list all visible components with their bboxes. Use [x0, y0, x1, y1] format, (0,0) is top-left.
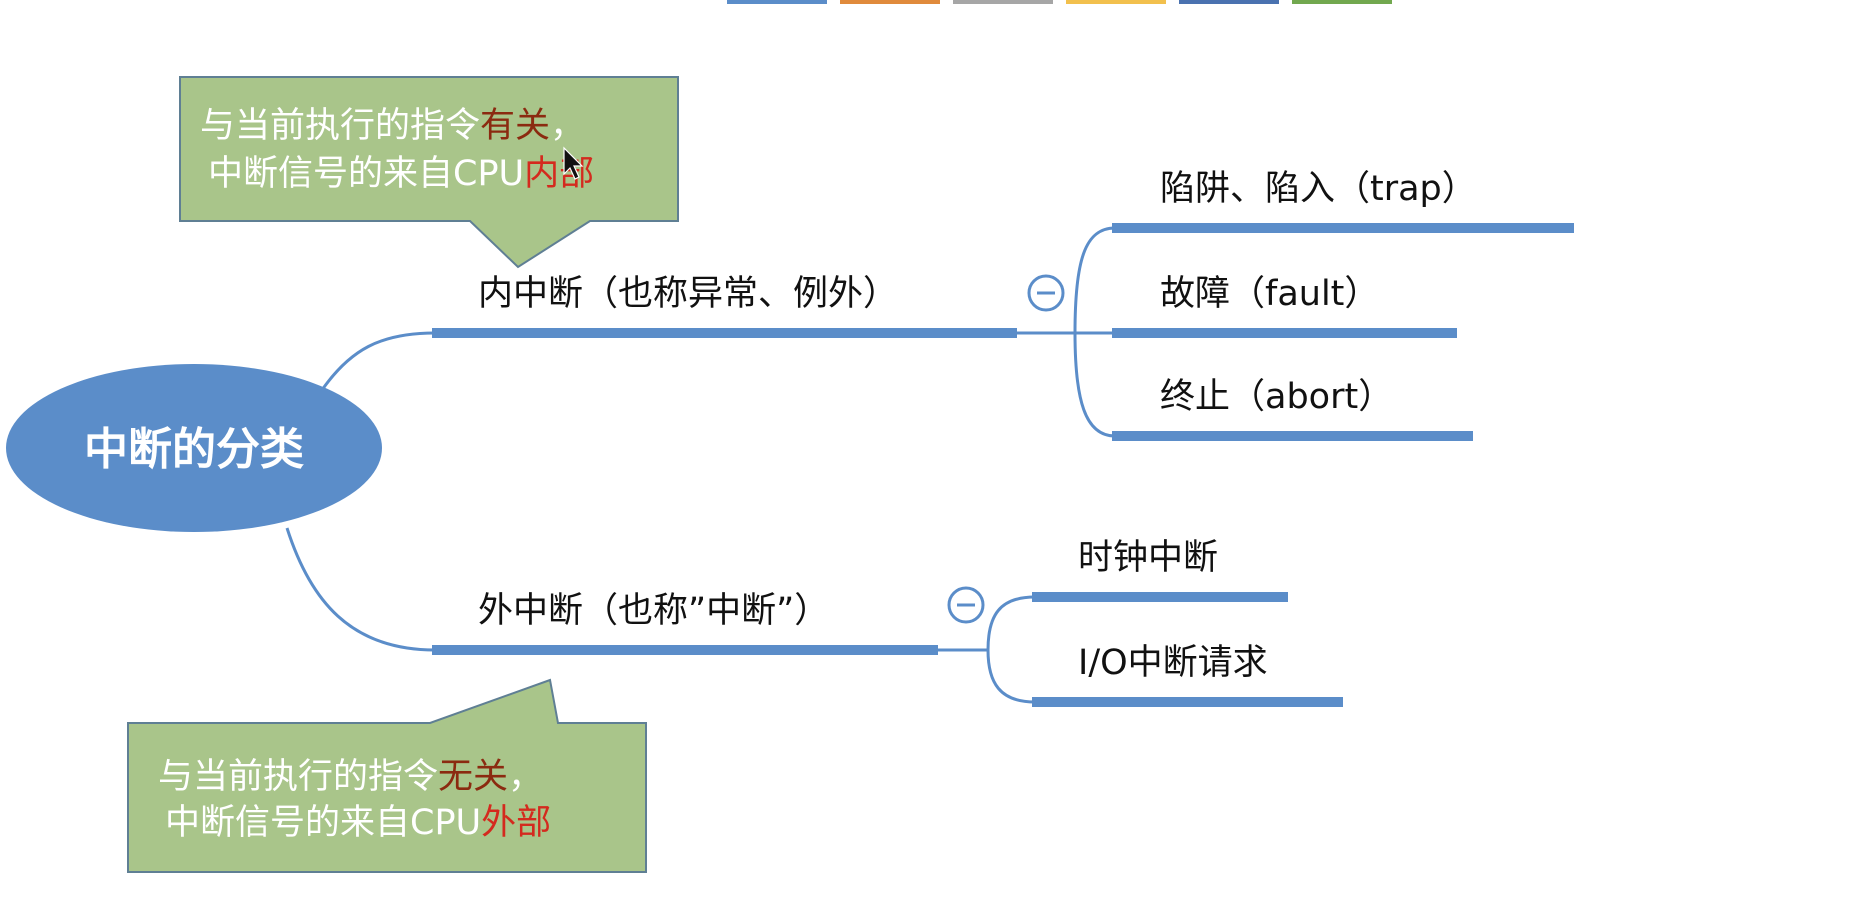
- callout-external-line2: 中断信号的来自CPU外部: [165, 803, 551, 843]
- theme-swatch-5[interactable]: [1179, 0, 1279, 4]
- callout-internal[interactable]: 与当前执行的指令有关， 中断信号的来自CPU内部: [179, 76, 679, 269]
- child-clock-underline: [1032, 592, 1288, 602]
- callout-external-line2-plain: 中断信号的来自CPU: [165, 803, 481, 843]
- callout-external[interactable]: 与当前执行的指令无关， 中断信号的来自CPU外部: [127, 678, 647, 873]
- child-fault-underline: [1112, 328, 1457, 338]
- branch-internal-underline: [432, 328, 1017, 338]
- mouse-pointer-icon: [563, 146, 584, 180]
- connector-root-to-internal: [320, 331, 436, 391]
- theme-swatch-3[interactable]: [953, 0, 1053, 4]
- connector-internal-to-abort: [1073, 332, 1116, 438]
- child-abort-label[interactable]: 终止（abort）: [1160, 377, 1393, 417]
- callout-external-line1-tail: ，: [508, 757, 543, 797]
- connector-internal-to-trap: [1073, 226, 1116, 334]
- branch-external-label[interactable]: 外中断（也称”中断”）: [478, 591, 829, 631]
- callout-internal-line2-plain: 中断信号的来自CPU: [208, 154, 524, 194]
- child-trap-label[interactable]: 陷阱、陷入（trap）: [1160, 169, 1477, 209]
- root-node[interactable]: 中断的分类: [6, 364, 382, 532]
- callout-external-line1: 与当前执行的指令无关，: [158, 757, 543, 797]
- theme-swatch-2[interactable]: [840, 0, 940, 4]
- callout-internal-line1: 与当前执行的指令有关，: [200, 106, 585, 146]
- collapse-button-external[interactable]: [947, 586, 985, 624]
- root-connectors: [285, 331, 436, 652]
- child-fault-label[interactable]: 故障（fault）: [1160, 274, 1379, 314]
- callout-internal-line1-plain: 与当前执行的指令: [200, 106, 480, 146]
- branch-internal-label[interactable]: 内中断（也称异常、例外）: [478, 274, 898, 314]
- callout-external-line2-highlight: 外部: [481, 803, 551, 843]
- callout-internal-line2: 中断信号的来自CPU内部: [208, 154, 594, 194]
- collapse-button-internal[interactable]: [1027, 274, 1065, 312]
- callout-external-line1-highlight: 无关: [438, 757, 508, 797]
- callout-internal-shape: [179, 76, 679, 269]
- child-clock-label[interactable]: 时钟中断: [1078, 538, 1218, 578]
- connector-external-to-clock: [986, 595, 1036, 651]
- connector-external-to-io: [986, 649, 1036, 704]
- callout-external-shape: [127, 678, 647, 873]
- external-children-connectors: [938, 595, 1036, 704]
- child-io-underline: [1032, 697, 1343, 707]
- theme-swatch-strip: [727, 0, 1392, 4]
- connector-root-to-external: [285, 527, 436, 652]
- root-node-shape: [6, 364, 382, 532]
- theme-swatch-6[interactable]: [1292, 0, 1392, 4]
- callout-external-line1-plain: 与当前执行的指令: [158, 757, 438, 797]
- theme-swatch-1[interactable]: [727, 0, 827, 4]
- child-trap-underline: [1112, 223, 1574, 233]
- theme-swatch-4[interactable]: [1066, 0, 1166, 4]
- child-abort-underline: [1112, 431, 1473, 441]
- callout-internal-line2-highlight: 内部: [524, 154, 594, 194]
- root-node-label: 中断的分类: [84, 424, 304, 475]
- internal-children-connectors: [1017, 226, 1116, 438]
- branch-external-underline: [432, 645, 938, 655]
- callout-internal-line1-tail: ，: [550, 106, 585, 146]
- child-io-label[interactable]: I/O中断请求: [1078, 643, 1268, 683]
- callout-internal-line1-highlight: 有关: [480, 106, 550, 146]
